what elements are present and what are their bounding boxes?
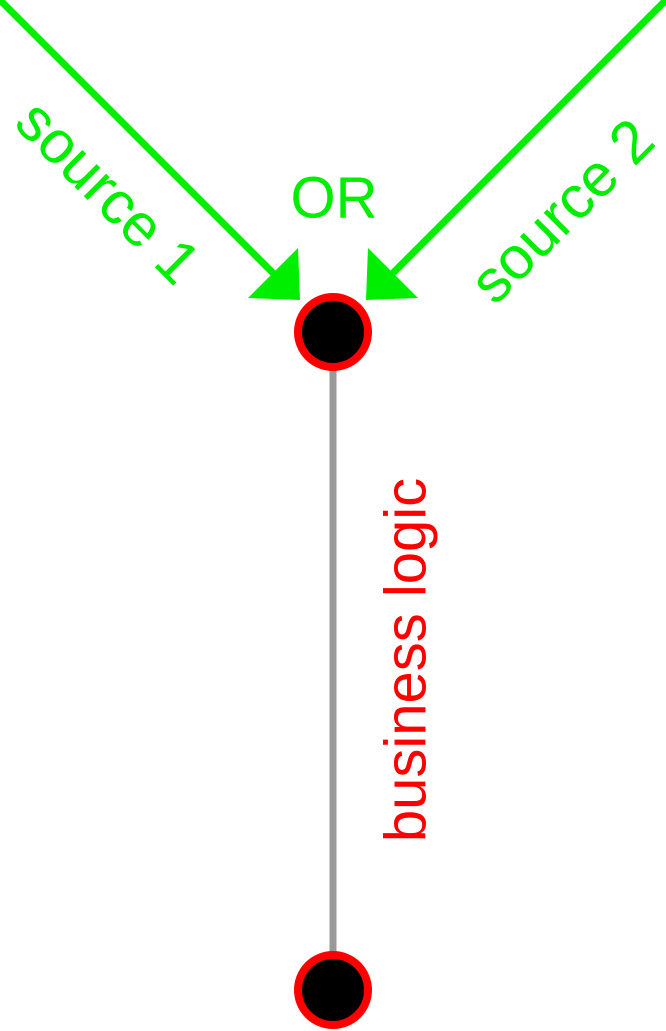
arrow-source-1	[0, 0, 300, 300]
arrow-source-1-shaft	[0, 0, 279, 279]
arrow-source-2-shaft	[387, 0, 666, 279]
or-label: OR	[291, 165, 378, 230]
arrow-source-2	[366, 0, 666, 300]
arrow-source-1-head	[248, 248, 300, 300]
business-logic-label: business logic	[373, 478, 438, 842]
source-1-label: source 1	[3, 87, 213, 297]
source-2-label: source 2	[457, 106, 666, 316]
arrow-source-2-head	[366, 248, 418, 300]
bottom-node	[294, 951, 372, 1029]
top-node	[294, 293, 372, 371]
